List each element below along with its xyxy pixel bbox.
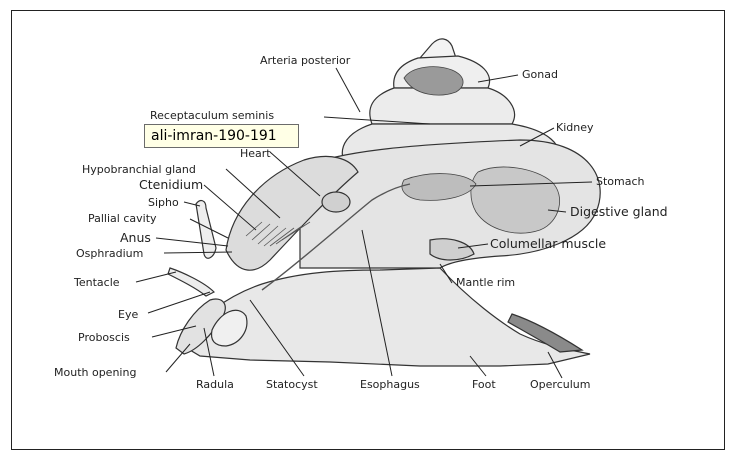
- shell-apex: [420, 39, 456, 58]
- label-osphradium: Osphradium: [76, 247, 143, 260]
- label-arteria-posterior: Arteria posterior: [260, 54, 351, 67]
- label-eye: Eye: [118, 308, 138, 321]
- label-sipho: Sipho: [148, 196, 179, 209]
- label-statocyst: Statocyst: [266, 378, 318, 391]
- label-heart: Heart: [240, 147, 271, 160]
- label-mouth-opening: Mouth opening: [54, 366, 136, 379]
- heart-organ: [322, 192, 350, 212]
- snail-illustration: [168, 39, 600, 366]
- label-operculum: Operculum: [530, 378, 590, 391]
- label-kidney: Kidney: [556, 121, 594, 134]
- label-esophagus: Esophagus: [360, 378, 420, 391]
- label-ctenidium: Ctenidium: [139, 177, 203, 192]
- label-tentacle: Tentacle: [73, 276, 120, 289]
- tooltip-popup: ali-imran-190-191: [144, 124, 299, 148]
- label-radula: Radula: [196, 378, 234, 391]
- label-mantle-rim: Mantle rim: [456, 276, 515, 289]
- siphon: [196, 201, 216, 259]
- label-gonad: Gonad: [522, 68, 558, 81]
- label-columellar-muscle: Columellar muscle: [490, 236, 606, 251]
- label-foot: Foot: [472, 378, 496, 391]
- label-digestive-gland: Digestive gland: [570, 204, 668, 219]
- label-pallial-cavity: Pallial cavity: [88, 212, 157, 225]
- label-proboscis: Proboscis: [78, 331, 130, 344]
- snail-anatomy-diagram: Arteria posterior Gonad Receptaculum sem…: [0, 0, 739, 433]
- label-hypobranchial-gland: Hypobranchial gland: [82, 163, 196, 176]
- label-stomach: Stomach: [596, 175, 645, 188]
- label-anus: Anus: [120, 230, 151, 245]
- label-receptaculum-seminis: Receptaculum seminis: [150, 109, 274, 122]
